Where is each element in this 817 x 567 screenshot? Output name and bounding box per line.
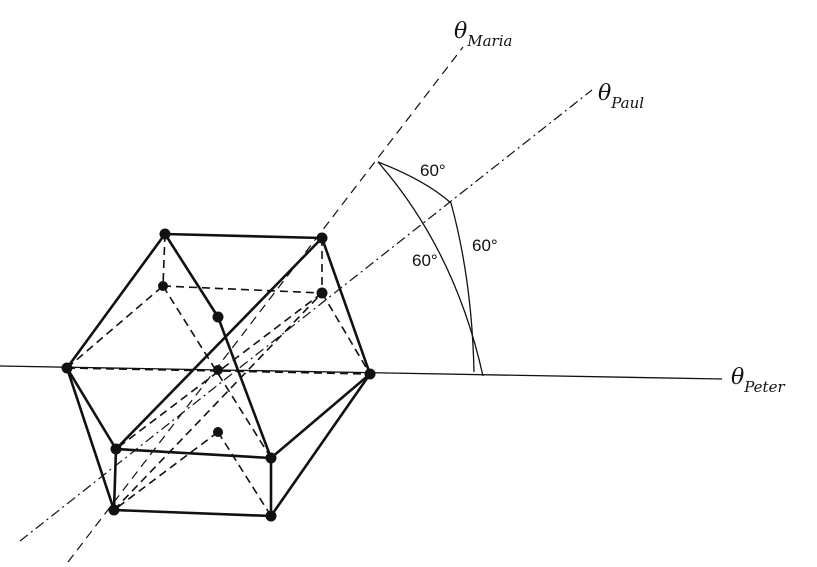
angle-label-paul-peter: 60° [472, 236, 498, 255]
vertex [213, 365, 223, 375]
axis-paul-symbol: θ [598, 81, 611, 106]
arc-paul-peter [450, 202, 475, 373]
axis-maria-symbol: θ [454, 19, 467, 44]
axis-label-paul: θPaul [598, 81, 644, 112]
axis-peter-line [0, 365, 723, 380]
axis-label-maria: θMaria [454, 19, 512, 50]
axis-label-peter: θPeter [731, 365, 785, 396]
axis-maria-subscript: Maria [466, 32, 512, 50]
vertex [61, 362, 73, 374]
vertex [265, 452, 277, 464]
angle-label-maria-paul: 60° [420, 161, 446, 180]
vertex [265, 510, 277, 522]
hidden-edges [66, 233, 371, 517]
visible-edges [65, 232, 372, 518]
vertex [108, 504, 120, 516]
angle-label-maria-peter: 60° [412, 251, 438, 270]
vertex [316, 287, 328, 299]
vertex [364, 368, 376, 380]
vertex [158, 281, 168, 291]
arc-maria-peter [377, 161, 484, 377]
vertex [212, 311, 224, 323]
vertex [159, 228, 171, 240]
axis-peter-subscript: Peter [743, 378, 785, 396]
vertex [316, 232, 328, 244]
axis-maria-line [67, 46, 464, 563]
vertices [61, 228, 376, 522]
arc-maria-paul [377, 161, 452, 204]
vertex [213, 427, 223, 437]
axis-paul-subscript: Paul [610, 94, 644, 112]
axis-peter-symbol: θ [731, 365, 744, 390]
vertex [110, 443, 122, 455]
